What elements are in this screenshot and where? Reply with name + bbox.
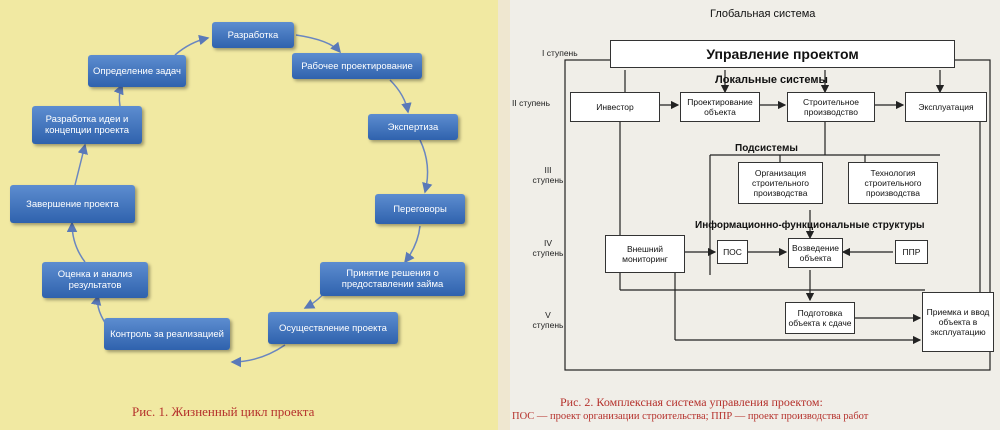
arrow-completion-to-idea xyxy=(74,143,88,186)
investor-box: Инвестор xyxy=(570,92,660,122)
node-implementation: Осуществление проекта xyxy=(268,312,398,344)
figure2-caption-line2: ПОС — проект организации строительства; … xyxy=(512,411,869,422)
node-loan-decision: Принятие решения о предоставлении займа xyxy=(320,262,465,296)
arrow-implementation-to-control xyxy=(230,344,286,368)
info-structures-label: Информационно-функциональные структуры xyxy=(695,220,925,231)
level-2-label: II ступень xyxy=(512,98,551,108)
node-working-design: Рабочее проектирование xyxy=(292,53,422,79)
erection-box: Возведение объекта xyxy=(788,238,843,268)
arrow-development-to-design xyxy=(295,34,341,54)
node-control: Контроль за реализацией xyxy=(104,318,230,350)
object-design-box: Проектирование объекта xyxy=(680,92,760,122)
arrow-evaluation-to-completion xyxy=(66,221,86,263)
operation-box: Эксплуатация xyxy=(905,92,987,122)
level-5-label: V ступень xyxy=(532,310,564,330)
level-1-label: I ступень xyxy=(542,48,578,58)
node-evaluation: Оценка и анализ результатов xyxy=(42,262,148,298)
org-construction-box: Организация строительного производства xyxy=(738,162,823,204)
figure1-caption: Рис. 1. Жизненный цикл проекта xyxy=(132,404,315,419)
arrow-idea-to-tasks xyxy=(113,83,124,107)
node-completion: Завершение проекта xyxy=(10,185,135,223)
figure2-panel: Глобальная система Управление проектом Л… xyxy=(510,0,1000,430)
acceptance-box: Приемка и ввод объекта в эксплуатацию xyxy=(922,292,994,352)
figure1-panel: Разработка Рабочее проектирование Экспер… xyxy=(0,0,498,430)
node-expertise: Экспертиза xyxy=(368,114,458,140)
pos-box: ПОС xyxy=(717,240,748,264)
node-development: Разработка xyxy=(212,22,294,48)
node-idea-development: Разработка идеи и концепции проекта xyxy=(32,106,142,144)
figure2-caption-line1: Рис. 2. Комплексная система управления п… xyxy=(560,395,823,409)
monitoring-box: Внешний мониторинг xyxy=(605,235,685,273)
node-negotiations: Переговоры xyxy=(375,194,465,224)
arrow-design-to-expertise xyxy=(389,79,412,114)
ppr-box: ППР xyxy=(895,240,928,264)
handover-prep-box: Подготовка объекта к сдаче xyxy=(785,302,855,334)
tech-construction-box: Технология строительного производства xyxy=(848,162,938,204)
local-systems-label: Локальные системы xyxy=(715,74,828,86)
arrow-negotiations-to-decision xyxy=(404,225,421,264)
global-system-label: Глобальная система xyxy=(710,8,816,20)
construction-box: Строительное производство xyxy=(787,92,875,122)
level-3-label: III ступень xyxy=(532,165,564,185)
level-4-label: IV ступень xyxy=(532,238,564,258)
arrow-expertise-to-negotiations xyxy=(419,139,433,194)
node-task-definition: Определение задач xyxy=(88,55,186,87)
subsystems-label: Подсистемы xyxy=(735,143,798,154)
project-management-box: Управление проектом xyxy=(610,40,955,68)
arrow-tasks-to-development xyxy=(174,34,210,56)
